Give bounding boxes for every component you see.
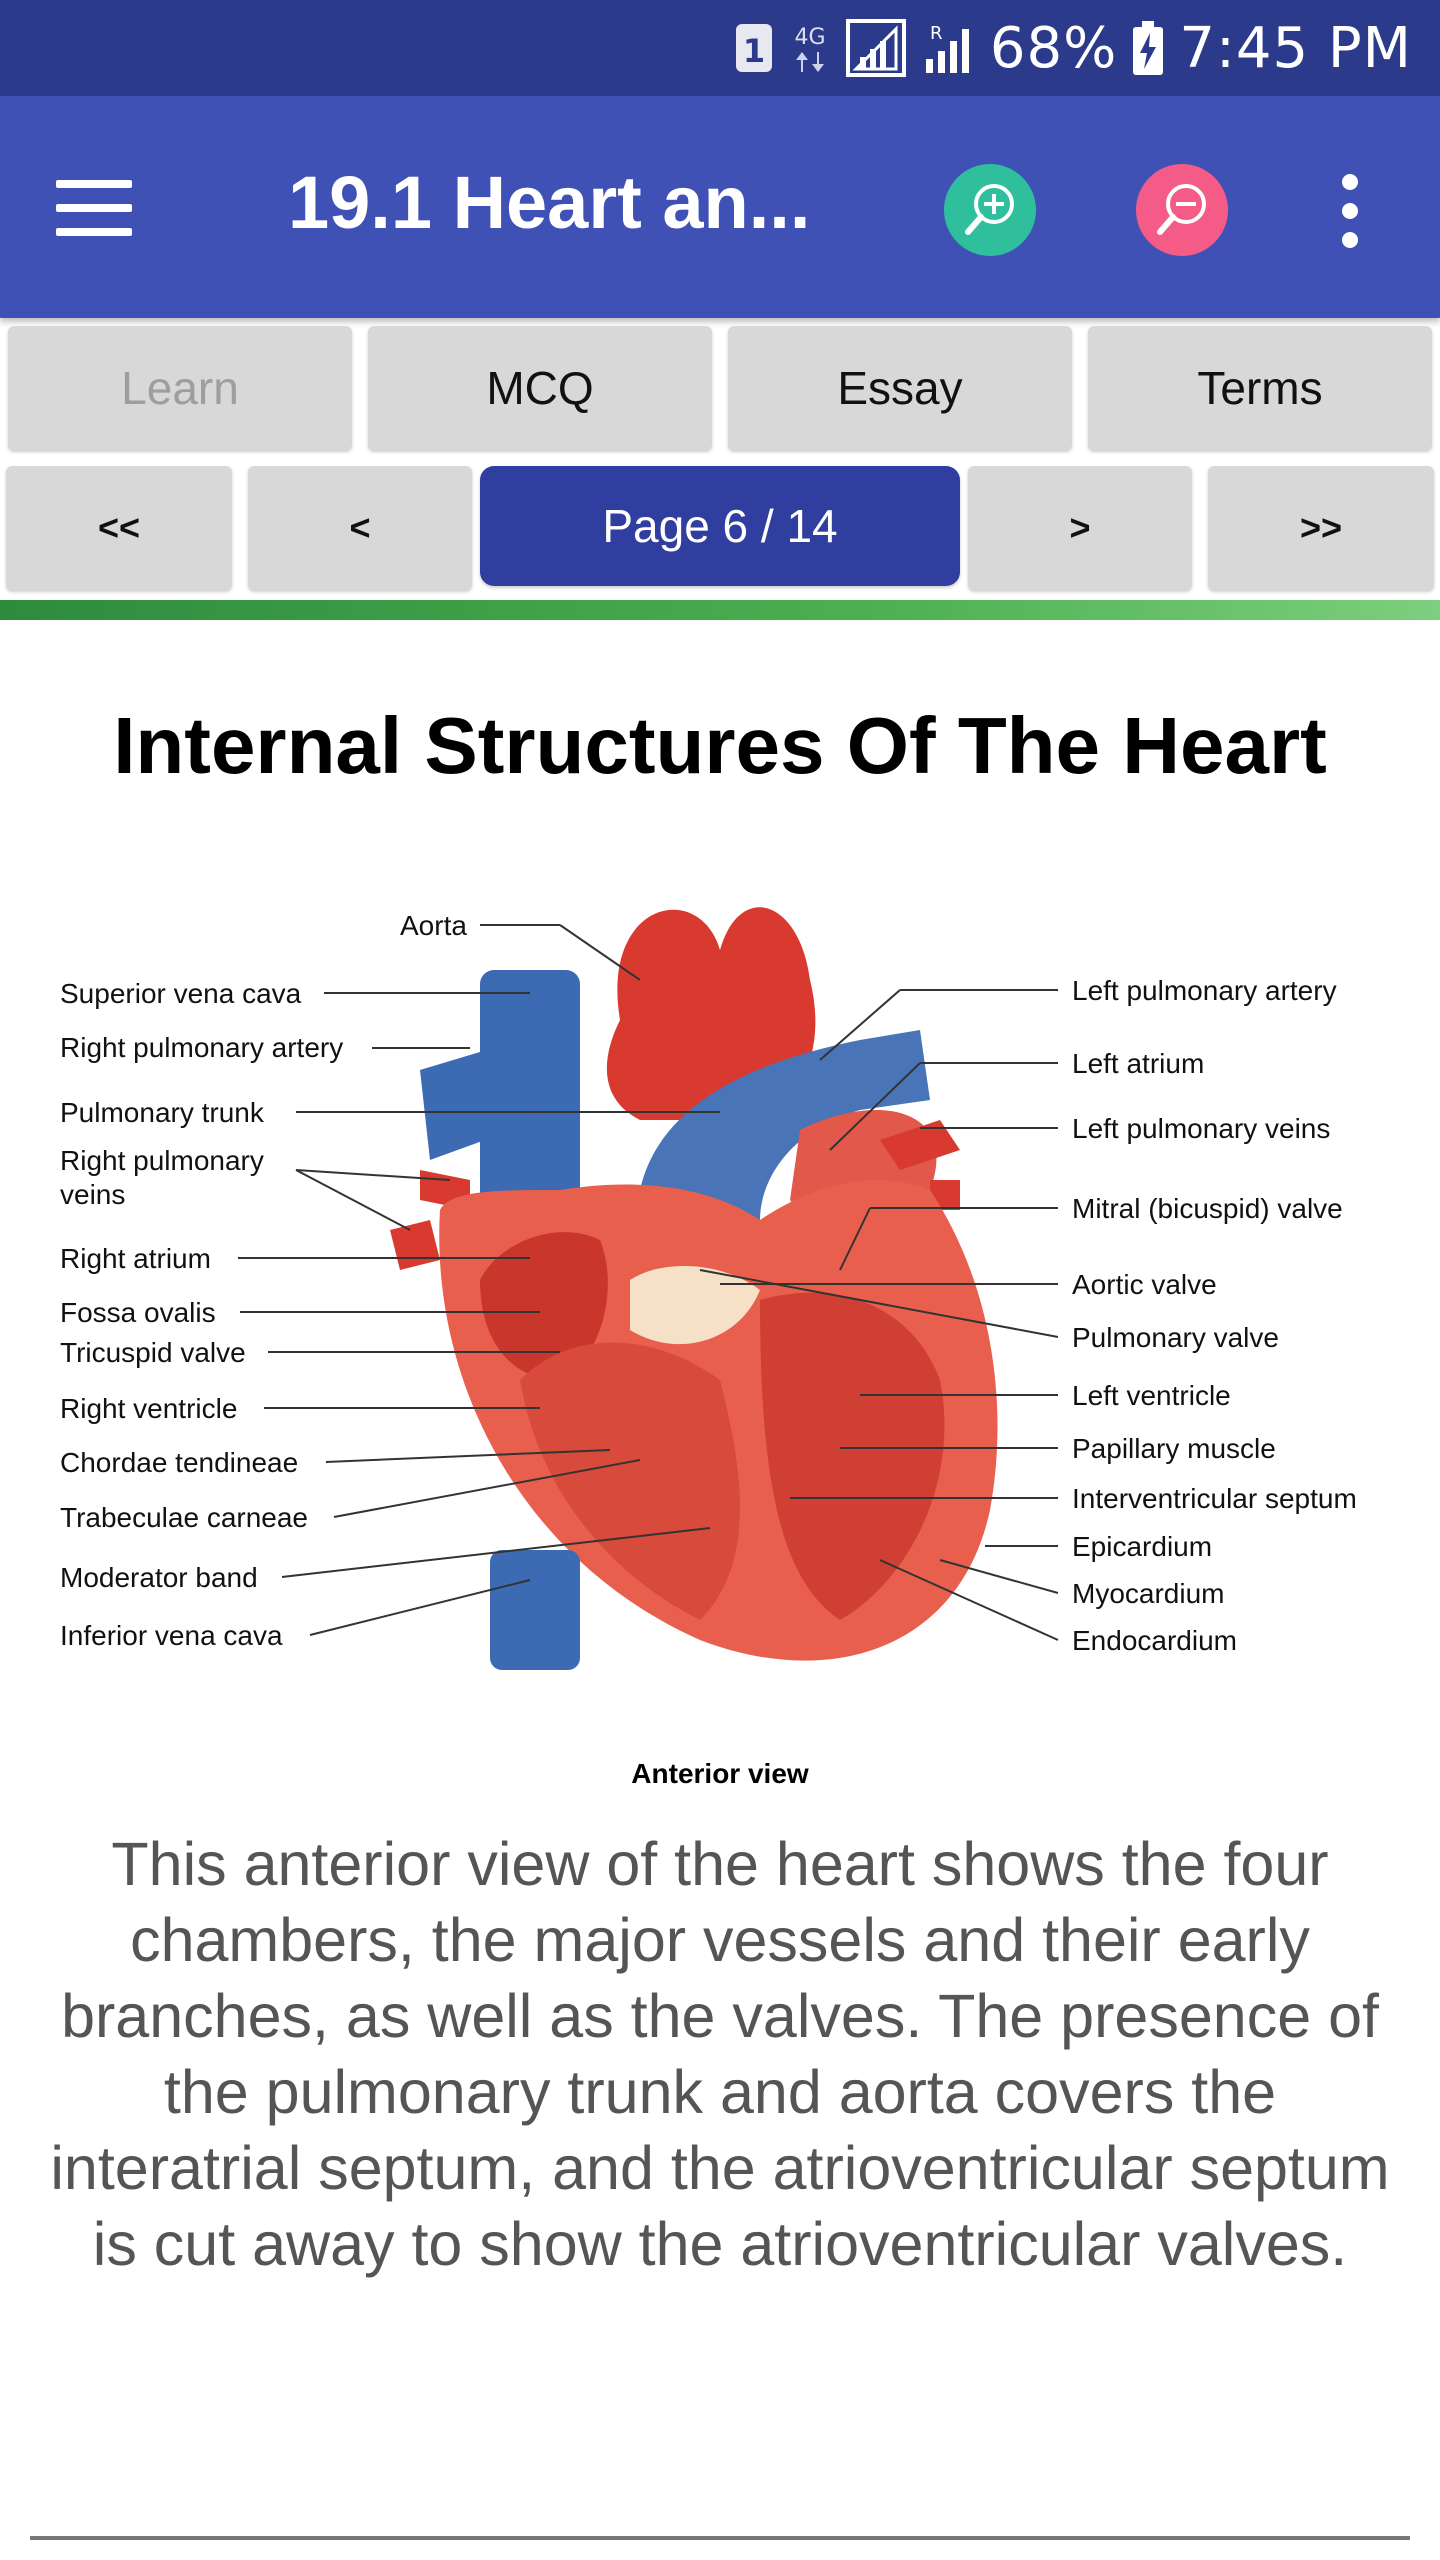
heart-illustration: Aorta Superior vena cava Right pulmonary… — [60, 907, 1357, 1670]
label-right-atrium: Right atrium — [60, 1243, 211, 1274]
status-icons: 1 4G R — [734, 12, 1412, 84]
label-chordae-tendineae: Chordae tendineae — [60, 1447, 298, 1478]
tab-learn[interactable]: Learn — [8, 326, 352, 450]
label-pulmonary-valve: Pulmonary valve — [1072, 1322, 1279, 1353]
signal-icon — [845, 19, 906, 77]
label-right-ventricle: Right ventricle — [60, 1393, 237, 1424]
content-title: Internal Structures Of The Heart — [113, 701, 1327, 790]
divider — [30, 2536, 1410, 2540]
clock: 7:45 PM — [1179, 15, 1412, 81]
prev-page-button[interactable]: < — [248, 466, 472, 590]
zoom-in-icon[interactable] — [944, 164, 1036, 256]
label-left-pulmonary-veins: Left pulmonary veins — [1072, 1113, 1330, 1144]
next-page-button[interactable]: > — [968, 466, 1192, 590]
tab-terms[interactable]: Terms — [1088, 326, 1432, 450]
description-text: This anterior view of the heart shows th… — [50, 1830, 1390, 2278]
label-fossa-ovalis: Fossa ovalis — [60, 1297, 216, 1328]
label-mitral-valve: Mitral (bicuspid) valve — [1072, 1193, 1343, 1224]
label-left-atrium: Left atrium — [1072, 1048, 1204, 1079]
label-aorta: Aorta — [400, 910, 467, 941]
first-page-button[interactable]: << — [6, 466, 232, 590]
figure-caption: Anterior view — [631, 1758, 809, 1789]
label-papillary-muscle: Papillary muscle — [1072, 1433, 1276, 1464]
label-superior-vena-cava: Superior vena cava — [60, 978, 302, 1009]
menu-icon[interactable] — [56, 180, 132, 236]
page-indicator[interactable]: Page 6 / 14 — [480, 466, 960, 586]
label-epicardium: Epicardium — [1072, 1531, 1212, 1562]
tab-mcq[interactable]: MCQ — [368, 326, 712, 450]
zoom-out-icon[interactable] — [1136, 164, 1228, 256]
label-moderator-band: Moderator band — [60, 1562, 258, 1593]
heart-diagram: Aorta Superior vena cava Right pulmonary… — [0, 860, 1440, 1700]
svg-text:1: 1 — [743, 32, 765, 70]
label-myocardium: Myocardium — [1072, 1578, 1224, 1609]
signal-roaming-icon: R — [920, 19, 976, 77]
label-right-pulmonary-artery: Right pulmonary artery — [60, 1032, 343, 1063]
battery-percent: 68% — [989, 15, 1118, 81]
label-right-pulmonary-veins: Right pulmonary — [60, 1145, 264, 1176]
svg-text:R: R — [930, 23, 943, 44]
label-interventricular-septum: Interventricular septum — [1072, 1483, 1357, 1514]
label-left-pulmonary-artery: Left pulmonary artery — [1072, 975, 1337, 1006]
overflow-menu-icon[interactable] — [1330, 174, 1370, 248]
sim-1-icon: 1 — [734, 22, 774, 74]
last-page-button[interactable]: >> — [1208, 466, 1434, 590]
label-tricuspid-valve: Tricuspid valve — [60, 1337, 246, 1368]
network-4g-icon: 4G — [788, 20, 832, 76]
label-inferior-vena-cava: Inferior vena cava — [60, 1620, 283, 1651]
label-endocardium: Endocardium — [1072, 1625, 1237, 1656]
status-bar: 1 4G R — [0, 0, 1440, 96]
mode-tabs: Learn MCQ Essay Terms — [0, 326, 1440, 452]
tab-essay[interactable]: Essay — [728, 326, 1072, 450]
page-progress-bar — [0, 600, 1440, 620]
svg-text:4G: 4G — [794, 25, 825, 50]
battery-charging-icon — [1131, 19, 1165, 77]
label-left-ventricle: Left ventricle — [1072, 1380, 1231, 1411]
label-right-pulmonary-veins-2: veins — [60, 1179, 125, 1210]
page-title: 19.1 Heart an... — [288, 161, 811, 244]
app-bar: 19.1 Heart an... — [0, 96, 1440, 318]
label-pulmonary-trunk: Pulmonary trunk — [60, 1097, 265, 1128]
label-trabeculae-carneae: Trabeculae carneae — [60, 1502, 308, 1533]
pager: << < Page 6 / 14 > >> — [0, 466, 1440, 592]
label-aortic-valve: Aortic valve — [1072, 1269, 1217, 1300]
